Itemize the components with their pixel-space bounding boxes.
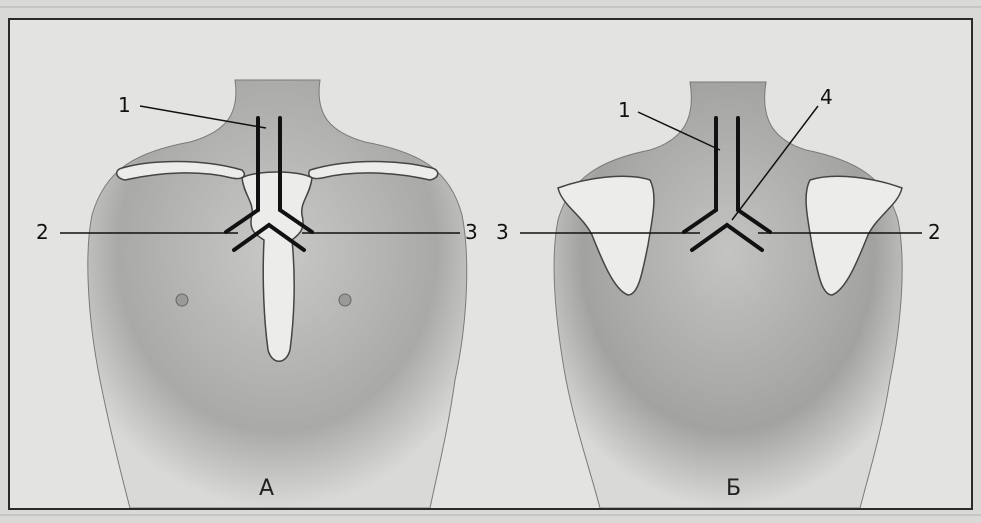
callout-b-2: 2 [928, 220, 941, 244]
bleed-line [0, 514, 981, 516]
callout-b-1: 1 [618, 98, 631, 122]
left-nipple [176, 294, 188, 306]
panel-b-label: Б [726, 476, 741, 501]
callout-b-4: 4 [820, 85, 833, 109]
panel-a-torso: 1 2 3 А [36, 80, 478, 508]
panel-b-torso: 1 4 3 2 Б [496, 82, 941, 508]
callout-a-3: 3 [465, 220, 478, 244]
callout-a-1: 1 [118, 93, 131, 117]
torso-back-silhouette [554, 82, 902, 508]
anatomy-figure: 1 2 3 А 1 4 3 [8, 18, 973, 510]
callout-a-2: 2 [36, 220, 49, 244]
panel-a-label: А [259, 476, 274, 501]
callout-b-3: 3 [496, 220, 509, 244]
bleed-line [0, 6, 981, 8]
right-nipple [339, 294, 351, 306]
anatomy-diagram: 1 2 3 А 1 4 3 [10, 20, 971, 508]
